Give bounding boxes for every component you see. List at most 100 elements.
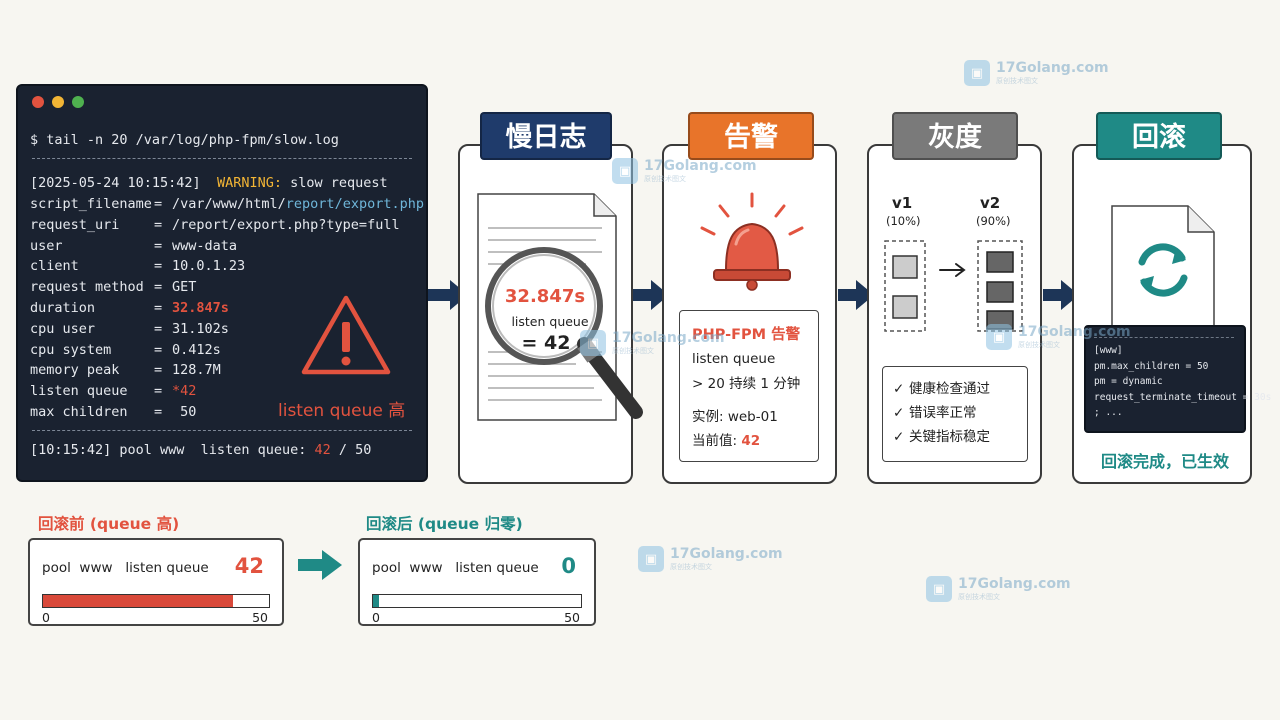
log-field-separator: =	[154, 383, 163, 400]
log-field-value: 10.0.1.23	[172, 258, 246, 275]
slowlog-queue-label: listen queue	[511, 314, 589, 329]
alarm-bell-icon	[700, 192, 804, 291]
log-field-separator: =	[154, 300, 163, 316]
alert-current: 当前值: 42	[692, 433, 761, 449]
terminal-footer: [10:15:42] pool www listen queue: 42 / 5…	[30, 442, 372, 458]
watermark-logo-icon: ▣	[580, 330, 606, 356]
queue-after-value: 0	[561, 554, 576, 578]
check-item: ✓ 关键指标稳定	[893, 429, 991, 445]
checkmark-icon: ✓	[893, 405, 910, 421]
rollback-document-icon	[1111, 205, 1215, 331]
queue-before-fill	[43, 595, 233, 607]
config-line: ; ...	[1094, 407, 1123, 418]
log-field-key: memory peak	[30, 362, 120, 379]
queue-before-bar	[42, 594, 270, 608]
log-field-separator: =	[154, 258, 163, 275]
log-field-separator: =	[154, 404, 163, 420]
log-field-key: request_uri	[30, 216, 120, 233]
check-item: ✓ 错误率正常	[893, 405, 977, 421]
log-field-key: cpu system	[30, 341, 112, 358]
alert-detail-box: PHP-FPM 告警 listen queue > 20 持续 1 分钟 实例:…	[679, 310, 819, 462]
queue-before-label: pool www listen queue	[42, 560, 209, 576]
watermark-logo-icon: ▣	[638, 546, 664, 572]
log-field-value: 128.7M	[172, 362, 221, 379]
log-field-value: www-data	[172, 237, 238, 254]
log-field-value: 31.102s	[172, 320, 229, 337]
log-field-value: 32.847s	[172, 300, 229, 316]
slowlog-duration: 32.847s	[504, 286, 586, 307]
checkmark-icon: ✓	[893, 381, 910, 397]
queue-before-value: 42	[234, 554, 264, 578]
warning-triangle-icon	[301, 295, 391, 375]
slowlog-queue-value: = 42	[521, 332, 571, 354]
log-field-separator: =	[154, 362, 163, 379]
queue-before-box: pool www listen queue 42 0 50	[28, 538, 284, 626]
config-divider	[1094, 337, 1234, 338]
canary-traffic-shift-icon	[884, 240, 1023, 332]
queue-before-title: 回滚前 (queue 高)	[38, 515, 180, 533]
close-dot-icon	[32, 96, 44, 108]
log-field-key: script_filename	[30, 196, 152, 212]
config-line: [www]	[1094, 345, 1123, 356]
watermark-logo-icon: ▣	[964, 60, 990, 86]
check-item: ✓ 健康检查通过	[893, 381, 991, 397]
log-field-separator: =	[154, 279, 163, 296]
stage-title-alert: 告警	[688, 112, 814, 160]
alert-line-1: listen queue	[692, 351, 776, 367]
alert-instance: 实例: web-01	[692, 409, 778, 425]
queue-before-min: 0	[42, 610, 50, 625]
log-field-key: user	[30, 237, 63, 254]
stage-title-rollback: 回滚	[1096, 112, 1222, 160]
log-field-value: GET	[172, 279, 197, 296]
arrow-right-icon	[633, 280, 669, 310]
log-field-separator: =	[154, 320, 163, 337]
log-field-separator: =	[154, 216, 163, 233]
queue-after-box: pool www listen queue 0 0 50	[358, 538, 596, 626]
log-field-key: request method	[30, 279, 144, 296]
queue-after-min: 0	[372, 610, 380, 625]
log-field-value: /var/www/html/report/export.php	[172, 196, 424, 212]
queue-after-label: pool www listen queue	[372, 560, 539, 576]
log-field-key: duration	[30, 300, 96, 316]
alert-line-2: > 20 持续 1 分钟	[692, 376, 801, 392]
log-field-separator: =	[154, 341, 163, 358]
log-header: [2025-05-24 10:15:42] WARNING: slow requ…	[30, 175, 388, 191]
checkmark-icon: ✓	[893, 429, 910, 445]
warning-label: listen queue 高	[278, 401, 406, 421]
terminal-divider-bottom	[32, 430, 412, 431]
queue-before-max: 50	[252, 610, 268, 625]
arrow-right-teal-icon	[298, 550, 342, 580]
log-field-value: *42	[172, 383, 197, 400]
log-field-key: client	[30, 258, 79, 275]
canary-v2-pct: (90%)	[976, 214, 1011, 228]
queue-after-max: 50	[564, 610, 580, 625]
config-line: pm = dynamic	[1094, 376, 1163, 387]
queue-after-fill	[373, 595, 380, 607]
terminal-window: $ tail -n 20 /var/log/php-fpm/slow.log […	[16, 84, 428, 482]
terminal-divider	[32, 158, 412, 159]
log-document-magnifier-icon	[477, 193, 643, 421]
minimize-dot-icon	[52, 96, 64, 108]
config-line: pm.max_children = 50	[1094, 360, 1209, 372]
terminal-command: $ tail -n 20 /var/log/php-fpm/slow.log	[30, 132, 339, 148]
log-field-value: 50	[172, 404, 197, 420]
watermark-logo-icon: ▣	[926, 576, 952, 602]
maximize-dot-icon	[72, 96, 84, 108]
arrow-right-icon	[838, 280, 874, 310]
watermark-logo-icon: ▣	[612, 158, 638, 184]
alert-heading: PHP-FPM 告警	[692, 327, 801, 343]
log-field-key: cpu user	[30, 320, 96, 337]
log-field-separator: =	[154, 237, 163, 254]
stage-title-canary: 灰度	[892, 112, 1018, 160]
arrow-right-icon	[1043, 280, 1079, 310]
canary-v1-label: v1	[892, 194, 913, 212]
queue-after-title: 回滚后 (queue 归零)	[366, 515, 523, 533]
stage-title-slowlog: 慢日志	[480, 112, 612, 160]
canary-checklist: ✓ 健康检查通过 ✓ 错误率正常 ✓ 关键指标稳定	[882, 366, 1028, 462]
